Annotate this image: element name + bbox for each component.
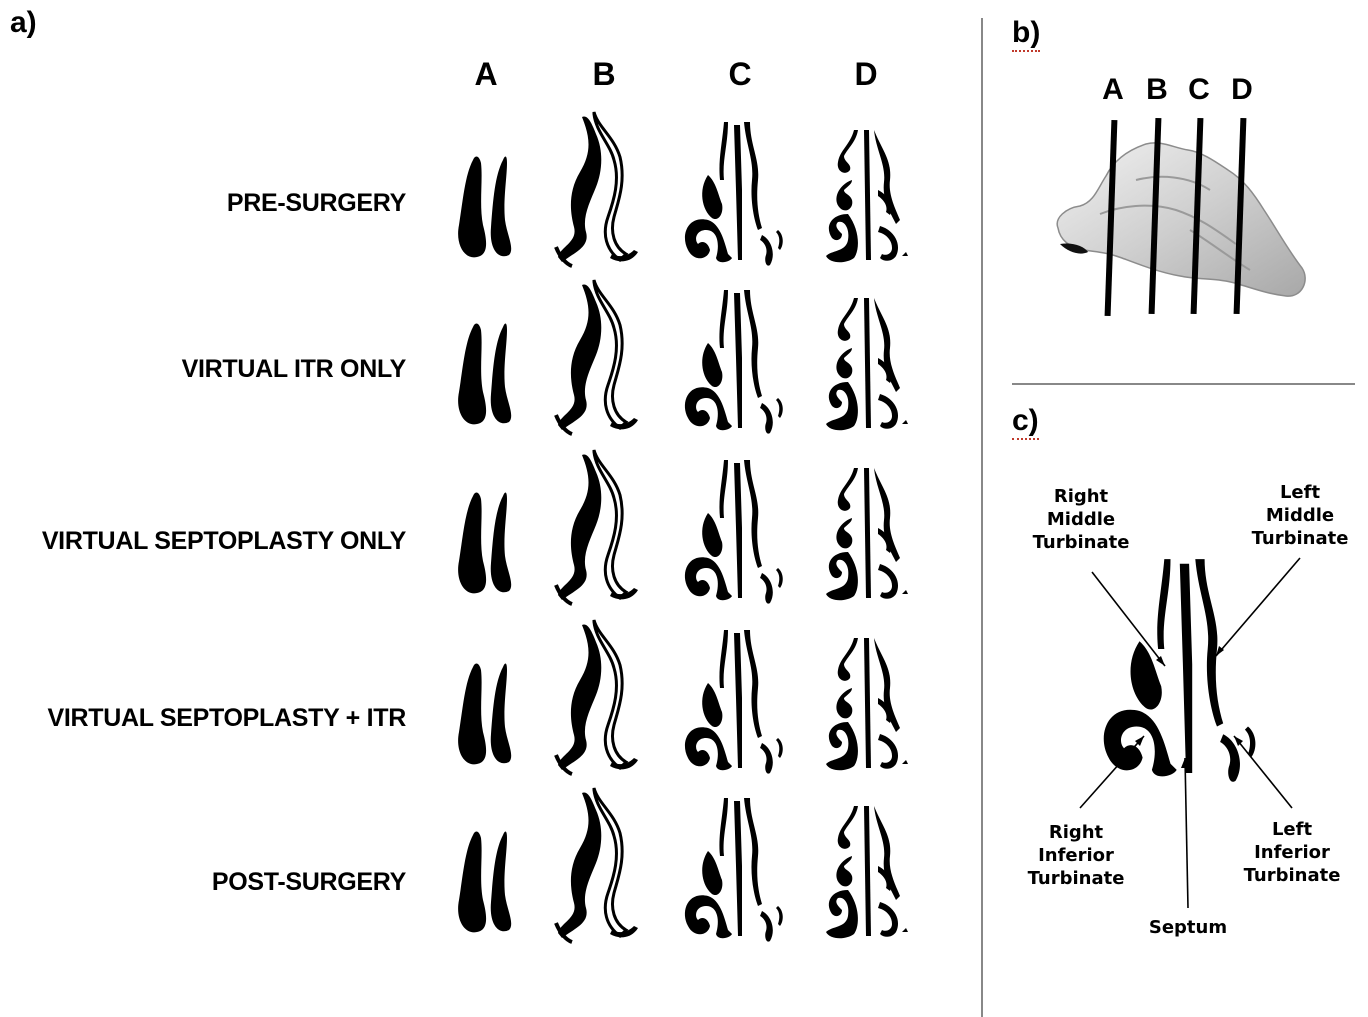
cross-section-grid <box>0 0 980 1017</box>
horizontal-divider <box>1012 383 1355 385</box>
panel-c-label: c) <box>1012 404 1039 440</box>
pointer-left-middle <box>1216 558 1300 656</box>
pointer-right-middle <box>1092 572 1165 666</box>
section-c-virtual-septoplasty <box>685 460 783 604</box>
section-b-post-surgery <box>556 788 638 942</box>
section-a-post-surgery <box>458 832 511 933</box>
section-a-septoplasty-itr <box>458 664 511 765</box>
section-c-septoplasty-itr <box>685 630 783 774</box>
section-d-septoplasty-itr <box>826 638 908 770</box>
label-septum: Septum <box>1138 916 1238 939</box>
plane-label-a: A <box>1093 73 1133 107</box>
nasal-cavity-3d-model <box>1040 110 1320 320</box>
section-c-virtual-itr <box>685 290 783 434</box>
plane-label-d: D <box>1222 73 1262 107</box>
vertical-divider <box>981 18 983 1017</box>
section-d-virtual-itr <box>826 298 908 430</box>
section-d-virtual-septoplasty <box>826 468 908 600</box>
section-b-virtual-itr <box>556 280 638 434</box>
section-b-pre-surgery <box>556 112 638 266</box>
pointer-septum <box>1185 758 1188 908</box>
section-a-virtual-itr <box>458 324 511 425</box>
section-a-virtual-septoplasty <box>458 493 511 594</box>
section-d-post-surgery <box>826 806 908 938</box>
plane-label-b: B <box>1137 73 1177 107</box>
panel-b-label: b) <box>1012 16 1040 52</box>
plane-label-c: C <box>1179 73 1219 107</box>
annotated-cross-section <box>1000 540 1360 870</box>
section-d-pre-surgery <box>826 130 908 262</box>
section-a-pre-surgery <box>458 157 511 258</box>
section-b-septoplasty-itr <box>556 620 638 774</box>
section-c-pre-surgery <box>685 122 783 266</box>
section-b-virtual-septoplasty <box>556 450 638 604</box>
pointer-left-inferior <box>1234 736 1292 808</box>
section-c-post-surgery <box>685 798 783 942</box>
